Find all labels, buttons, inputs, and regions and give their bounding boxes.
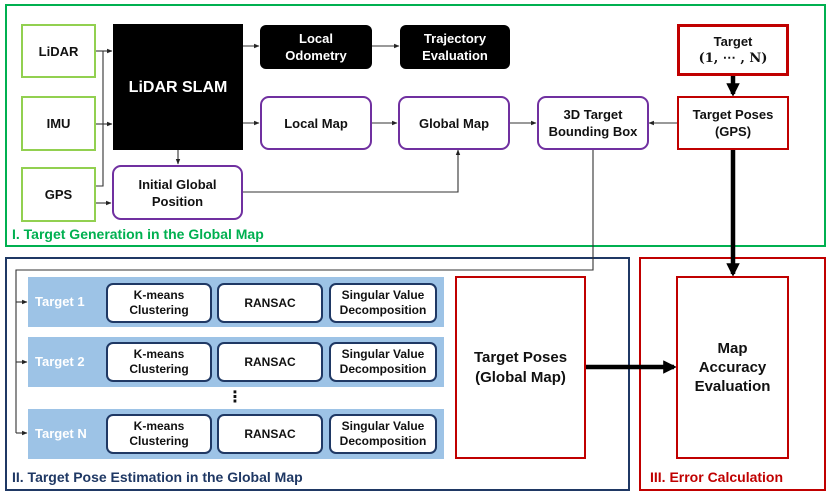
- kmeans-step-box: K-means Clustering: [106, 342, 212, 382]
- bounding-box-node: 3D Target Bounding Box: [537, 96, 649, 150]
- trajectory-evaluation-box: Trajectory Evaluation: [400, 25, 510, 69]
- lidar-slam-box: LiDAR SLAM: [113, 24, 243, 150]
- target-poses-gps-box: Target Poses (GPS): [677, 96, 789, 150]
- section-title-error-calculation: III. Error Calculation: [650, 469, 784, 485]
- local-map-box: Local Map: [260, 96, 372, 150]
- local-odometry-box: Local Odometry: [260, 25, 372, 69]
- wire-bbox-to-targets: [15, 150, 594, 433]
- gps-sensor-box: GPS: [21, 167, 96, 222]
- arrow-initial-globalmap: [243, 149, 461, 193]
- target-band-label: Target N: [35, 426, 87, 441]
- target-range-label: (1, ⋯ , N): [698, 51, 768, 66]
- imu-sensor-box: IMU: [21, 96, 96, 151]
- svd-step-box: Singular Value Decomposition: [329, 283, 437, 323]
- target-poses-global-map-box: Target Poses (Global Map): [455, 276, 586, 459]
- ransac-step-box: RANSAC: [217, 414, 323, 454]
- target-band-label: Target 1: [35, 294, 85, 309]
- section-pose-estimation-frame: [5, 257, 630, 491]
- kmeans-step-box: K-means Clustering: [106, 414, 212, 454]
- section-title-pose-estimation: II. Target Pose Estimation in the Global…: [12, 469, 303, 485]
- target-label: Target: [713, 34, 753, 49]
- map-accuracy-evaluation-box: Map Accuracy Evaluation: [676, 276, 789, 459]
- svd-step-box: Singular Value Decomposition: [329, 342, 437, 382]
- initial-global-position-box: Initial Global Position: [112, 165, 243, 220]
- section-target-generation-frame: [5, 4, 826, 247]
- ransac-step-box: RANSAC: [217, 342, 323, 382]
- wire-sensors-bus: [96, 50, 104, 187]
- target-band-label: Target 2: [35, 354, 85, 369]
- kmeans-step-box: K-means Clustering: [106, 283, 212, 323]
- svd-step-box: Singular Value Decomposition: [329, 414, 437, 454]
- target-range-box: Target (1, ⋯ , N): [677, 24, 789, 76]
- vertical-ellipsis: ⋮: [227, 388, 243, 406]
- section-title-target-generation: I. Target Generation in the Global Map: [12, 226, 264, 242]
- global-map-box: Global Map: [398, 96, 510, 150]
- ransac-step-box: RANSAC: [217, 283, 323, 323]
- lidar-sensor-box: LiDAR: [21, 24, 96, 78]
